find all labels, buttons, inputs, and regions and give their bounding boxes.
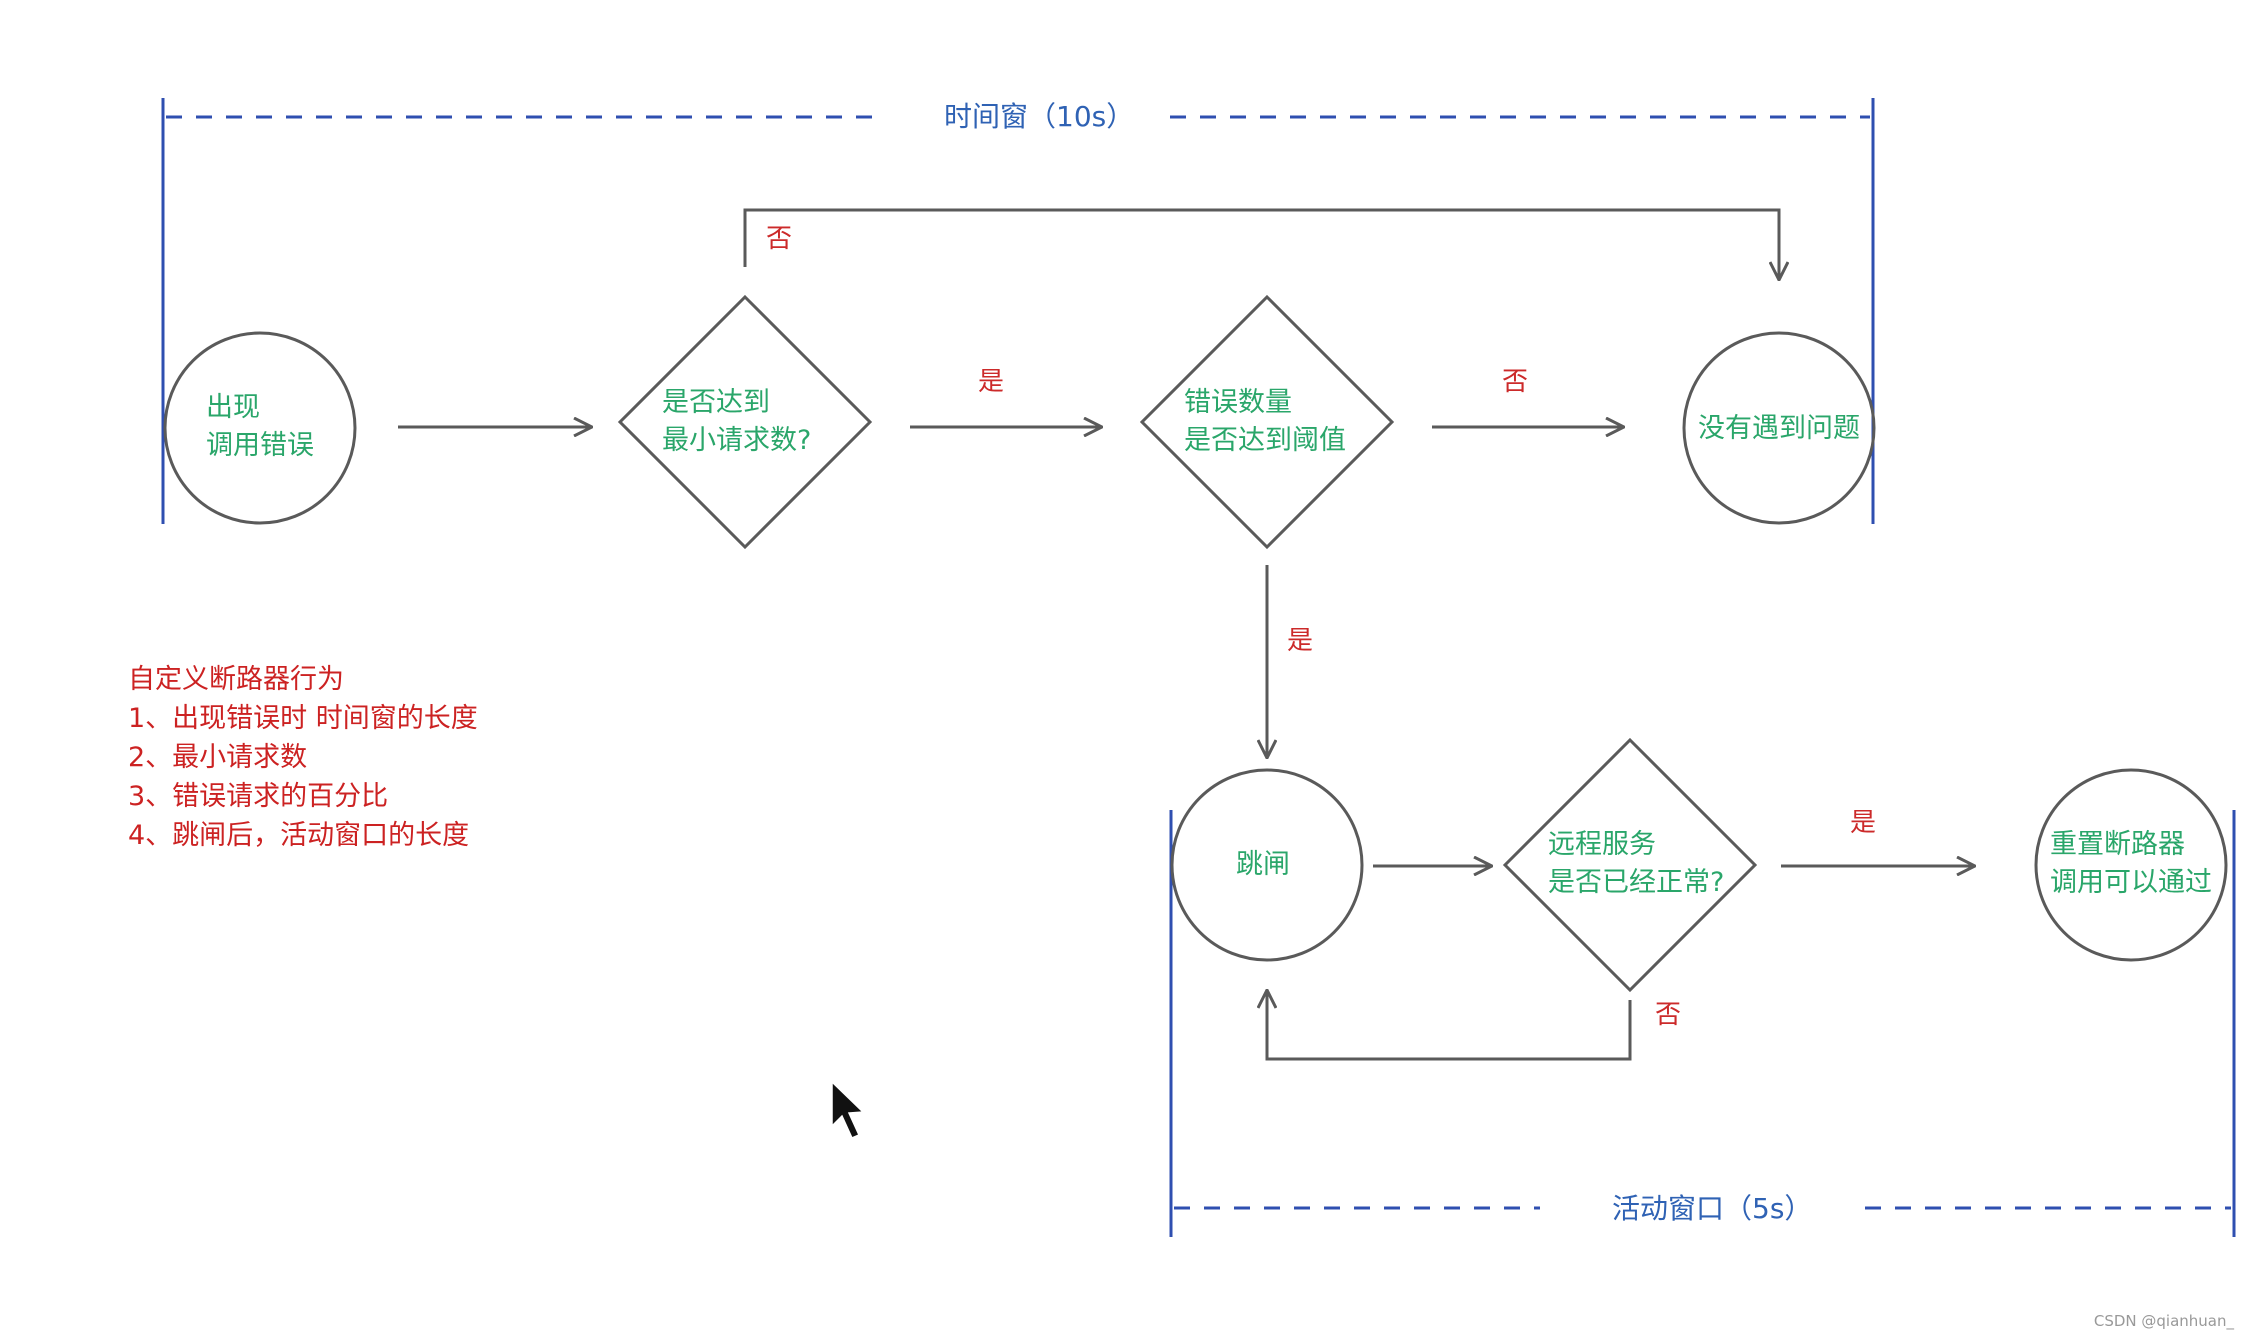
notes-item-4: 4、跳闸后，活动窗口的长度 [128,820,470,851]
reset-node-line-2: 调用可以通过 [2050,867,2212,898]
reset-node-label: 重置断路器 调用可以通过 [2050,826,2212,902]
error-threshold-line-1: 错误数量 [1184,387,1292,418]
error-threshold-line-2: 是否达到阈值 [1184,425,1346,456]
start-node-label: 出现 调用错误 [206,389,314,465]
watermark: CSDN @qianhuan_ [2093,1312,2234,1330]
active-window-frame [1169,810,2236,1237]
mouse-cursor-icon [831,1080,865,1139]
time-window-label: 时间窗（10s） [944,100,1135,133]
remote-ok-line-2: 是否已经正常? [1548,867,1725,898]
min-requests-label: 是否达到 最小请求数? [662,384,811,460]
notes-title: 自定义断路器行为 [128,664,344,695]
remote-ok-decision-shape [1502,737,1758,993]
trip-node-shape [1170,768,1364,962]
min-requests-decision-shape [617,294,873,550]
edge-label-threshold-yes: 是 [1287,626,1314,656]
reset-node-line-1: 重置断路器 [2050,829,2185,860]
error-threshold-label: 错误数量 是否达到阈值 [1184,384,1346,460]
edge-label-remote-yes: 是 [1850,808,1877,838]
active-window-label: 活动窗口（5s） [1612,1192,1813,1225]
no-problem-label: 没有遇到问题 [1698,410,1860,448]
no-problem-line-1: 没有遇到问题 [1698,413,1860,444]
time-window-frame [161,98,1875,524]
min-requests-line-1: 是否达到 [662,387,770,418]
edge-label-threshold-no: 否 [1502,367,1529,397]
notes-item-1: 1、出现错误时 时间窗的长度 [128,703,478,734]
start-node-line-1: 出现 [206,392,260,423]
trip-node-label: 跳闸 [1236,846,1290,884]
start-node-shape [163,331,357,525]
reset-node-shape [2034,768,2228,962]
error-threshold-decision-shape [1139,294,1395,550]
edge-label-min-requests-no: 否 [766,224,793,254]
notes-item-3: 3、错误请求的百分比 [128,781,389,812]
custom-breaker-notes: 自定义断路器行为 1、出现错误时 时间窗的长度 2、最小请求数 3、错误请求的百… [128,660,478,855]
notes-item-2: 2、最小请求数 [128,742,308,773]
start-node-line-2: 调用错误 [206,430,314,461]
edge-label-min-requests-yes: 是 [978,367,1005,397]
arrow-remote-no [1267,990,1632,1061]
remote-ok-line-1: 远程服务 [1548,829,1656,860]
min-requests-line-2: 最小请求数? [662,425,812,456]
trip-node-line-1: 跳闸 [1236,849,1290,880]
arrow-min-requests-no [743,208,1779,280]
edge-label-remote-no: 否 [1655,1000,1682,1030]
no-problem-node-shape [1682,331,1876,525]
remote-ok-label: 远程服务 是否已经正常? [1548,826,1724,902]
